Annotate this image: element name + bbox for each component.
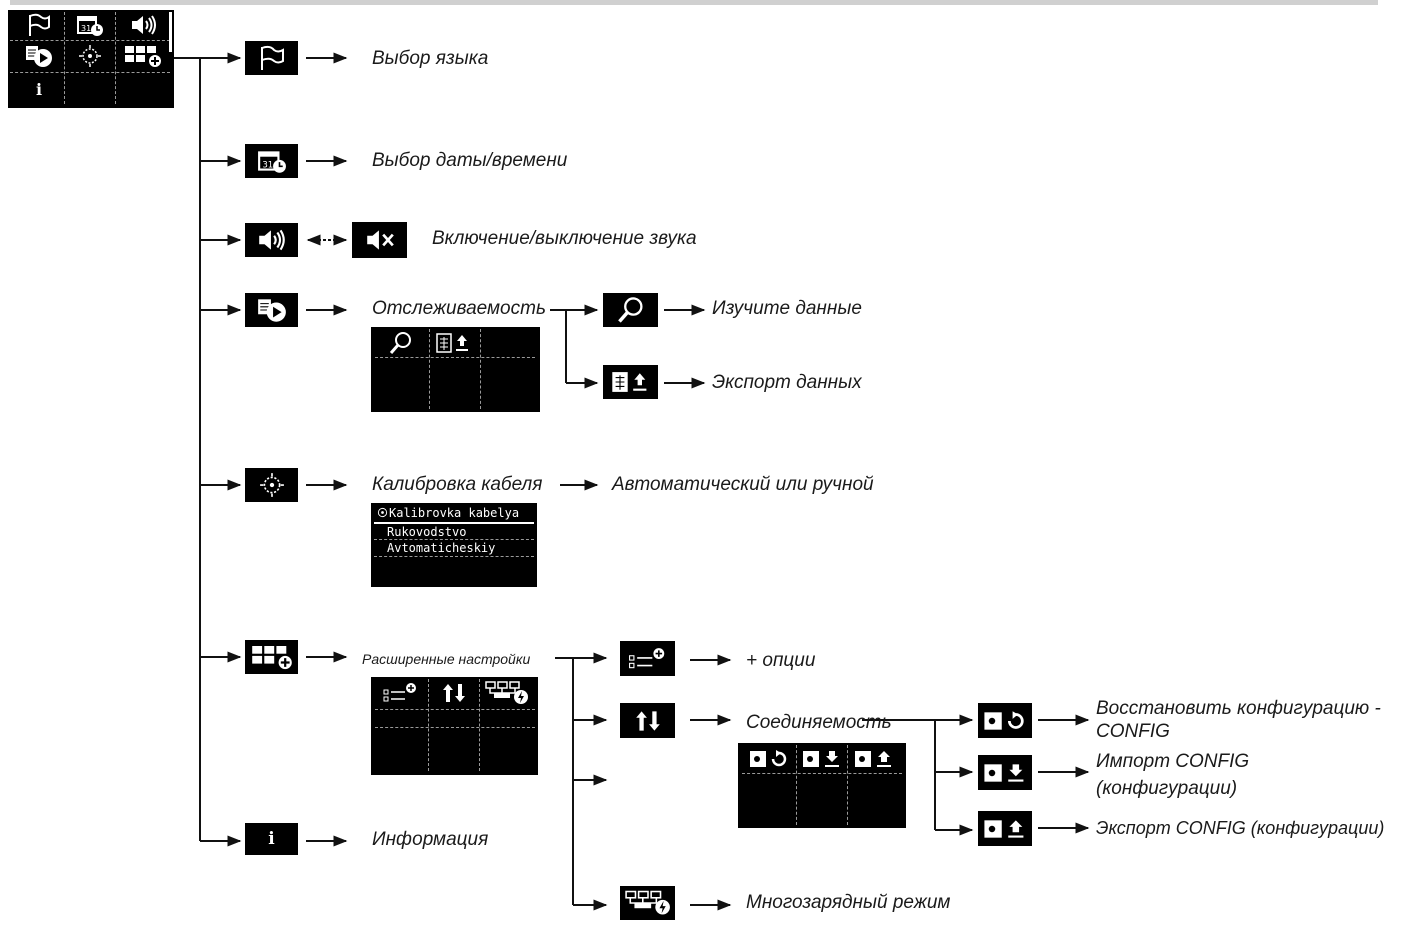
grid-divider <box>847 745 848 825</box>
svg-text:31: 31 <box>81 24 91 33</box>
review-data-label: Изучите данные <box>712 298 862 319</box>
information-icon[interactable]: i <box>245 823 298 855</box>
calibration-screen: Kalibrovka kabelya Rukovodstvo Avtomatic… <box>371 503 537 587</box>
advanced-settings-screen <box>371 677 538 775</box>
calibration-option-manual[interactable]: Rukovodstvo <box>387 525 467 539</box>
row-divider <box>374 556 534 557</box>
multi-charge-label: Многозарядный режим <box>746 892 951 913</box>
flag-icon[interactable] <box>22 12 56 38</box>
grid-divider <box>375 709 535 710</box>
grid-divider <box>480 329 481 409</box>
grid-plus-icon[interactable] <box>120 42 166 70</box>
datetime-icon[interactable]: 31 <box>245 144 298 178</box>
calibration-mode-label: Автоматический или ручной <box>612 474 874 495</box>
export-table-icon[interactable] <box>431 329 477 356</box>
grid-divider <box>428 679 429 771</box>
calibration-header-bar <box>374 505 534 524</box>
export-config-button-icon[interactable] <box>978 811 1032 846</box>
calibration-icon[interactable] <box>245 468 298 502</box>
grid-divider <box>375 357 535 358</box>
target-icon <box>377 507 388 518</box>
grid-divider <box>10 40 170 41</box>
grid-divider <box>375 727 535 728</box>
traceability-icon[interactable] <box>245 293 298 327</box>
export-config-label: Экспорт CONFIG (конфигурации) <box>1096 818 1385 838</box>
calibration-option-auto[interactable]: Avtomaticheskiy <box>387 541 496 555</box>
traceability-label: Отслеживаемость <box>372 298 546 319</box>
export-data-icon[interactable] <box>603 365 658 399</box>
scrollbar-icon <box>169 12 172 52</box>
up-down-arrows-icon[interactable] <box>433 679 475 707</box>
restore-config-icon[interactable] <box>744 745 794 772</box>
language-flag-icon[interactable] <box>245 41 298 75</box>
main-menu-screen: 31 i <box>8 10 174 108</box>
multi-charge-icon[interactable] <box>481 679 533 707</box>
import-config-icon[interactable] <box>798 745 846 772</box>
grid-divider <box>429 329 430 409</box>
datetime-label: Выбор даты/времени <box>372 150 568 171</box>
magnifier-icon[interactable] <box>381 329 421 356</box>
language-label: Выбор языка <box>372 48 489 69</box>
restore-config-label: Восстановить конфигурацию - CONFIG <box>1096 698 1381 742</box>
options-icon[interactable] <box>620 641 675 676</box>
advanced-settings-icon[interactable] <box>245 640 298 674</box>
calendar-clock-icon[interactable]: 31 <box>72 12 108 38</box>
sound-on-icon[interactable] <box>245 223 298 257</box>
grid-divider <box>64 12 65 104</box>
info-icon[interactable]: i <box>22 74 56 104</box>
export-config-icon[interactable] <box>849 745 899 772</box>
connectivity-screen <box>738 743 906 828</box>
multi-charge-mode-icon[interactable] <box>620 886 675 920</box>
top-rule <box>10 0 1378 5</box>
connectivity-icon[interactable] <box>620 703 675 738</box>
export-data-label: Экспорт данных <box>712 372 862 393</box>
connectivity-label: Соединяемость <box>746 712 892 733</box>
svg-text:31: 31 <box>262 160 273 170</box>
row-divider <box>374 539 534 540</box>
import-config-button-icon[interactable] <box>978 755 1032 790</box>
grid-divider <box>115 12 116 104</box>
calibration-header: Kalibrovka kabelya <box>389 506 520 520</box>
information-label: Информация <box>372 829 489 850</box>
trace-play-icon[interactable] <box>20 42 58 70</box>
target-icon[interactable] <box>72 42 108 70</box>
speaker-icon[interactable] <box>122 12 166 38</box>
sound-label: Включение/выключение звука <box>432 228 697 249</box>
restore-config-button-icon[interactable] <box>978 703 1032 738</box>
sound-off-icon[interactable] <box>352 222 407 258</box>
grid-divider <box>796 745 797 825</box>
grid-divider <box>742 773 902 774</box>
import-config-label: Импорт CONFIG (конфигурации) <box>1096 751 1250 799</box>
options-label: + опции <box>746 650 816 671</box>
info-glyph: i <box>268 829 275 849</box>
grid-divider <box>479 679 480 771</box>
options-list-icon[interactable] <box>379 679 423 707</box>
traceability-screen <box>371 327 540 412</box>
advanced-settings-label: Расширенные настройки <box>362 651 531 667</box>
info-glyph: i <box>35 79 43 99</box>
review-data-icon[interactable] <box>603 293 658 327</box>
calibration-label: Калибровка кабеля <box>372 474 543 495</box>
grid-divider <box>10 72 170 73</box>
